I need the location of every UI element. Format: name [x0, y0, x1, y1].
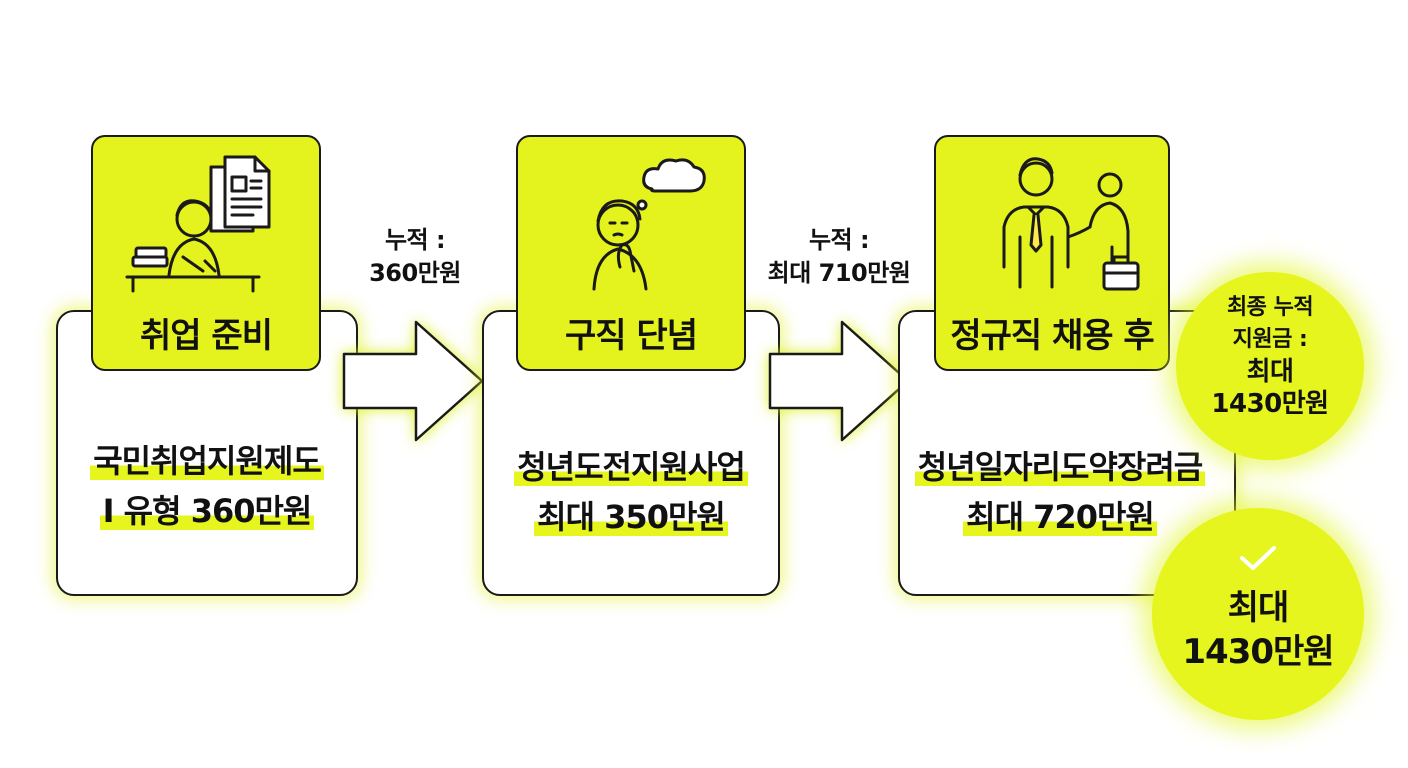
final-total-amount: 1430만원 — [1211, 389, 1329, 419]
stage-3-program: 청년일자리도약장려금 최대 720만원 — [894, 442, 1226, 542]
stage-2-title: 구직 단념 — [565, 316, 698, 356]
stage-3-header-card: 정규직 채용 후 — [934, 135, 1170, 371]
student-studying-icon — [125, 155, 271, 293]
stage-2-header-card: 구직 단념 — [516, 135, 746, 371]
stage-1-program: 국민취업지원제도 I 유형 360만원 — [58, 436, 356, 536]
stage-2-program-amount: 최대 350만원 — [534, 498, 728, 536]
arrow-right-icon — [342, 320, 484, 442]
stage-1-header-card: 취업 준비 — [91, 135, 321, 371]
arrow-right-icon — [768, 320, 910, 442]
accumulation-1: 누적 : 360만원 — [330, 224, 500, 290]
final-badge-circle: 최대 1430만원 — [1152, 508, 1364, 720]
thinking-person-icon — [592, 158, 706, 291]
accumulation-2-label: 누적 : — [808, 226, 870, 254]
stage-2-program-name: 청년도전지원사업 — [514, 448, 748, 486]
final-total-label-3: 최대 — [1246, 357, 1294, 387]
final-total-label-2: 지원금 : — [1232, 327, 1308, 352]
stage-1-title: 취업 준비 — [140, 316, 273, 356]
final-total-circle: 최종 누적 지원금 : 최대 1430만원 — [1176, 272, 1364, 460]
stage-2-box: 청년도전지원사업 최대 350만원 — [482, 310, 780, 596]
job-handshake-icon — [1002, 157, 1140, 291]
stage-3-title: 정규직 채용 후 — [950, 316, 1154, 356]
accumulation-2: 누적 : 최대 710만원 — [744, 224, 934, 290]
stage-2-program: 청년도전지원사업 최대 350만원 — [484, 442, 778, 542]
final-badge-label: 최대 — [1227, 588, 1290, 628]
stage-1-program-name: 국민취업지원제도 — [90, 442, 324, 480]
final-badge-amount: 1430만원 — [1182, 632, 1334, 672]
accumulation-1-label: 누적 : — [384, 226, 446, 254]
accumulation-1-amount: 360만원 — [369, 259, 461, 287]
stage-3-program-amount: 최대 720만원 — [963, 498, 1157, 536]
stage-3-program-name: 청년일자리도약장려금 — [914, 448, 1206, 486]
stage-1-program-amount: I 유형 360만원 — [99, 492, 315, 530]
final-total-label-1: 최종 누적 — [1226, 295, 1314, 320]
checkmark-icon — [1240, 546, 1276, 570]
accumulation-2-amount: 최대 710만원 — [767, 259, 911, 287]
